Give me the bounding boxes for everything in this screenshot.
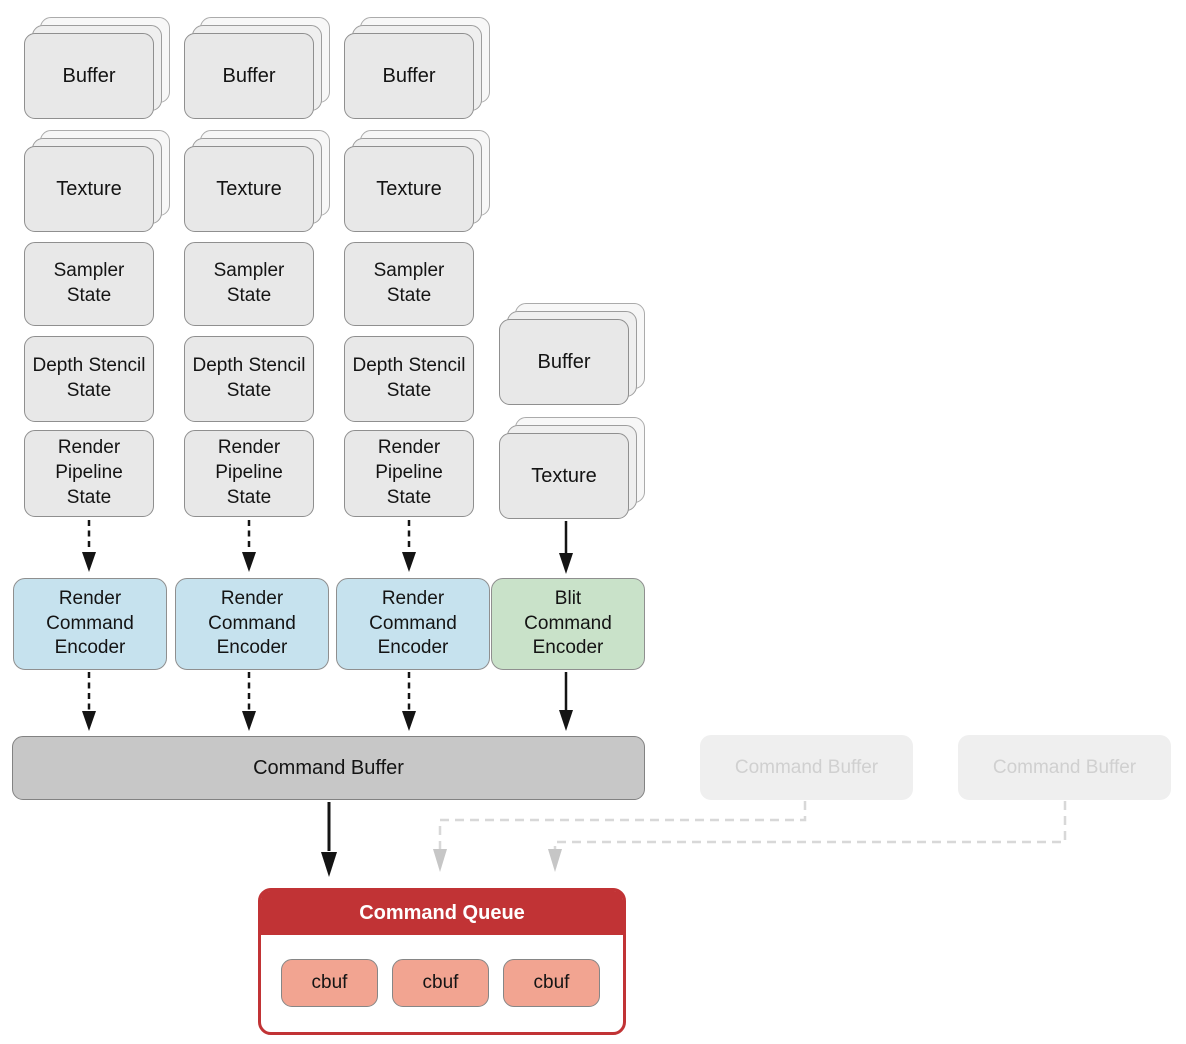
arrow-pipeline-to-encoder-2: [242, 520, 256, 572]
arrow-blit-to-cmdbuf: [559, 672, 573, 731]
card-label: Sampler State: [53, 260, 125, 306]
pending-buffer-label: Command Buffer: [992, 756, 1137, 778]
arrow-pipeline-to-encoder-1: [82, 520, 96, 572]
pending-buffer-label: Command Buffer: [734, 756, 879, 778]
render-command-encoder-3: Render Command Encoder: [336, 578, 490, 670]
buffer-stack: Buffer: [344, 17, 490, 119]
sampler-state-card: Sampler State: [344, 242, 474, 326]
card-label: Render Pipeline State: [375, 437, 443, 508]
buffer-card: Buffer: [344, 33, 474, 119]
texture-card: Texture: [344, 146, 474, 232]
card-label: Texture: [216, 177, 282, 200]
pending-command-buffer-1: Command Buffer: [700, 735, 913, 800]
arrow-encoder-to-cmdbuf-2: [242, 672, 256, 731]
connector-pending-buffer-1: [433, 801, 807, 872]
cbuf-label: cbuf: [311, 972, 348, 993]
texture-stack: Texture: [499, 417, 645, 519]
card-label: Buffer: [537, 350, 591, 373]
buffer-card: Buffer: [24, 33, 154, 119]
cbuf-item-2: cbuf: [392, 959, 489, 1007]
arrow-cmdbuf-to-queue: [321, 802, 337, 877]
pending-command-buffer-2: Command Buffer: [958, 735, 1171, 800]
arrow-encoder-to-cmdbuf-3: [402, 672, 416, 731]
buffer-card: Buffer: [499, 319, 629, 405]
texture-card: Texture: [24, 146, 154, 232]
command-buffer: Command Buffer: [12, 736, 645, 800]
card-label: Buffer: [382, 64, 436, 87]
arrow-texture-to-blit-encoder: [559, 521, 573, 574]
card-label: Buffer: [62, 64, 116, 87]
render-pipeline-state-card: Render Pipeline State: [344, 430, 474, 517]
sampler-state-card: Sampler State: [24, 242, 154, 326]
command-queue: Command Queue cbuf cbuf cbuf: [258, 888, 626, 1035]
texture-stack: Texture: [344, 130, 490, 232]
depth-stencil-state-card: Depth Stencil State: [184, 336, 314, 422]
texture-card: Texture: [184, 146, 314, 232]
texture-stack: Texture: [184, 130, 330, 232]
command-queue-title: Command Queue: [359, 901, 525, 924]
buffer-stack: Buffer: [184, 17, 330, 119]
depth-stencil-state-card: Depth Stencil State: [344, 336, 474, 422]
arrow-encoder-to-cmdbuf-1: [82, 672, 96, 731]
cbuf-item-1: cbuf: [281, 959, 378, 1007]
depth-stencil-state-card: Depth Stencil State: [24, 336, 154, 422]
sampler-state-card: Sampler State: [184, 242, 314, 326]
encoder-label: Render Command Encoder: [208, 587, 296, 659]
card-label: Texture: [376, 177, 442, 200]
card-label: Texture: [56, 177, 122, 200]
encoder-label: Render Command Encoder: [46, 587, 134, 659]
card-label: Depth Stencil State: [32, 355, 146, 401]
card-label: Texture: [531, 464, 597, 487]
card-label: Sampler State: [373, 260, 445, 306]
texture-card: Texture: [499, 433, 629, 519]
card-label: Render Pipeline State: [215, 437, 283, 508]
buffer-card: Buffer: [184, 33, 314, 119]
encoder-label: Render Command Encoder: [369, 587, 457, 659]
arrow-pipeline-to-encoder-3: [402, 520, 416, 572]
card-label: Sampler State: [213, 260, 285, 306]
buffer-stack: Buffer: [24, 17, 170, 119]
render-pipeline-state-card: Render Pipeline State: [24, 430, 154, 517]
buffer-stack: Buffer: [499, 303, 645, 405]
command-queue-header: Command Queue: [261, 891, 623, 935]
cbuf-label: cbuf: [533, 972, 570, 993]
connector-pending-buffer-2: [548, 801, 1067, 872]
texture-stack: Texture: [24, 130, 170, 232]
blit-command-encoder: Blit Command Encoder: [491, 578, 645, 670]
render-command-encoder-2: Render Command Encoder: [175, 578, 329, 670]
render-pipeline-state-card: Render Pipeline State: [184, 430, 314, 517]
card-label: Depth Stencil State: [192, 355, 306, 401]
cbuf-label: cbuf: [422, 972, 459, 993]
card-label: Buffer: [222, 64, 276, 87]
render-command-encoder-1: Render Command Encoder: [13, 578, 167, 670]
card-label: Depth Stencil State: [352, 355, 466, 401]
card-label: Render Pipeline State: [55, 437, 123, 508]
encoder-label: Blit Command Encoder: [524, 587, 612, 659]
cbuf-item-3: cbuf: [503, 959, 600, 1007]
command-buffer-label: Command Buffer: [253, 756, 404, 779]
